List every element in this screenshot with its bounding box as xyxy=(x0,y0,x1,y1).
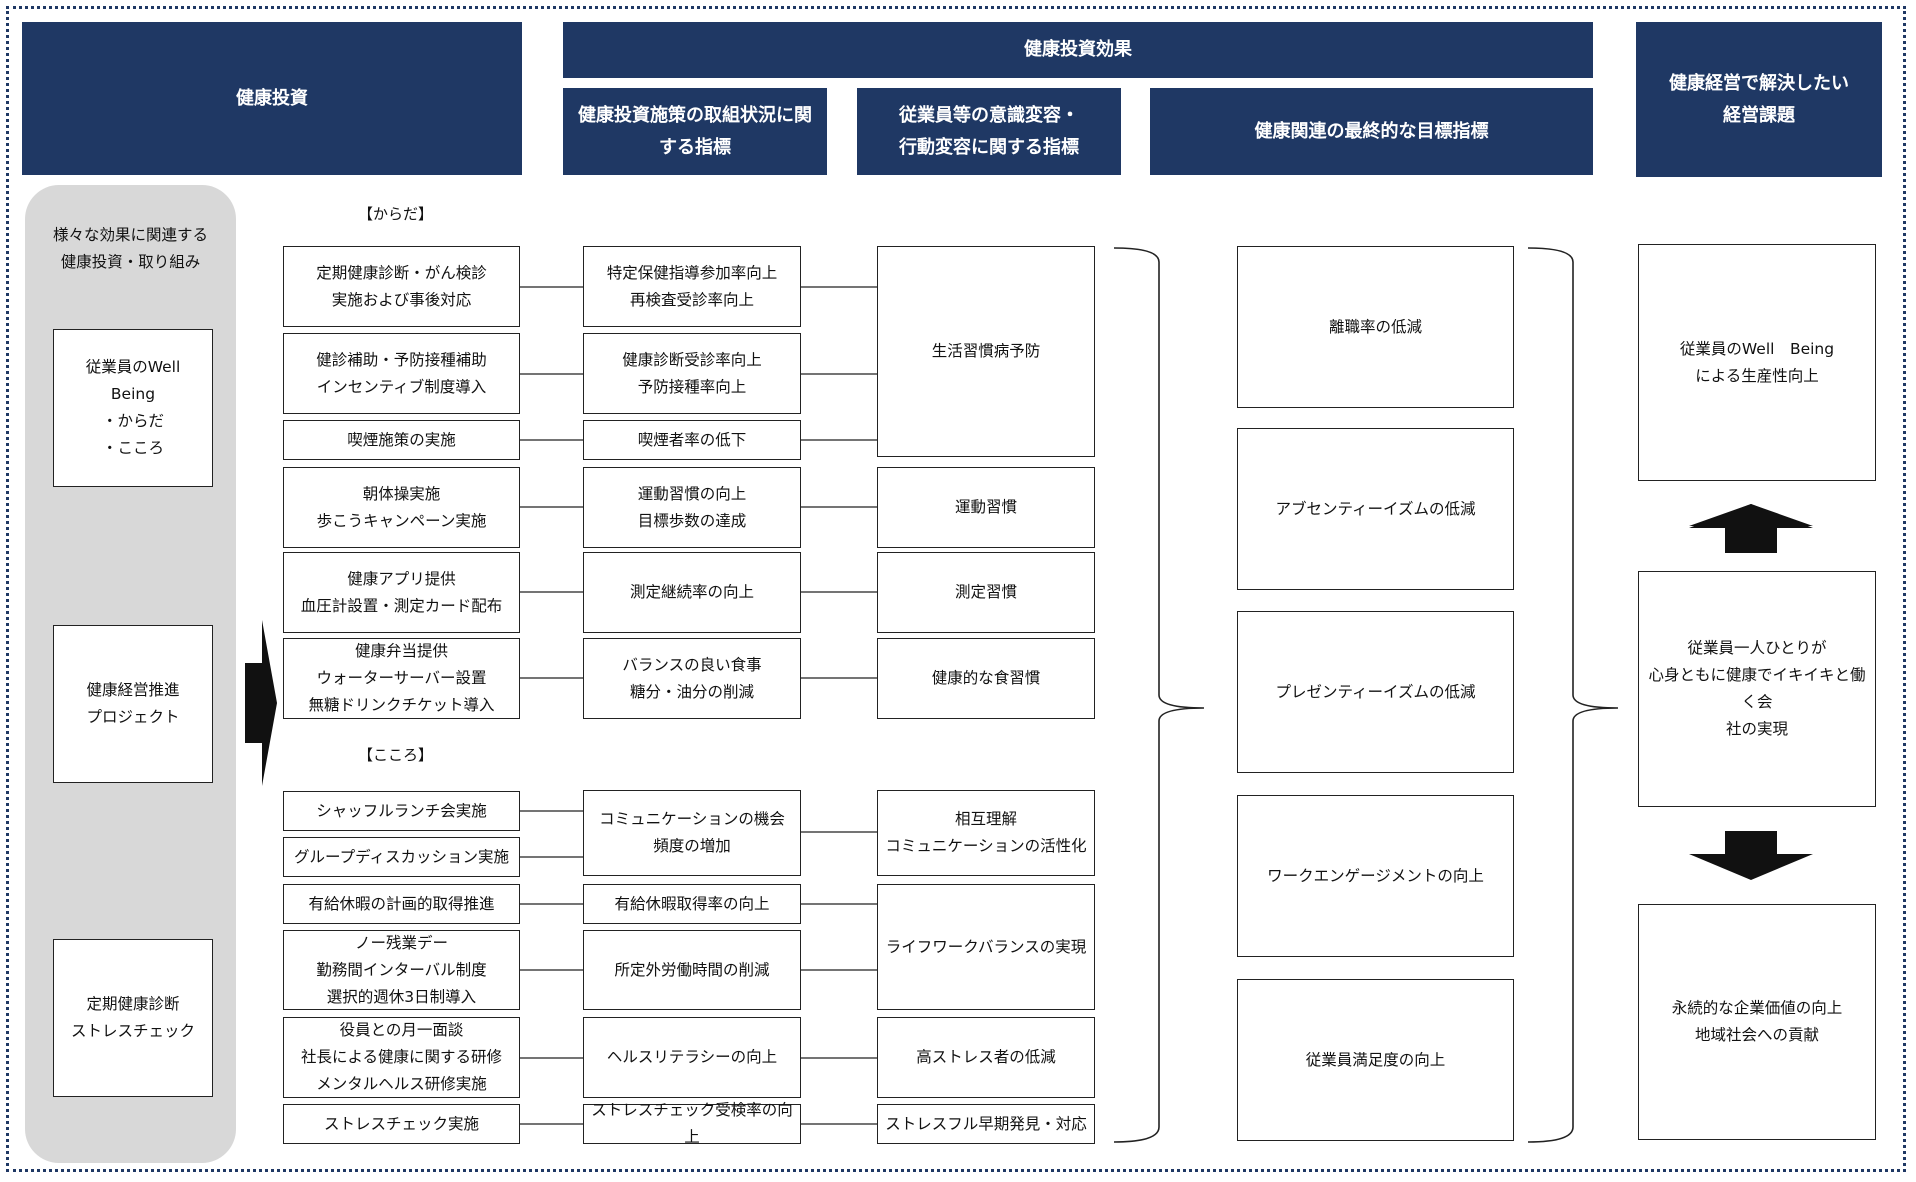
measure-indicator: ストレスチェック受検率の向上 xyxy=(583,1101,801,1146)
sidebar-title: 様々な効果に関連する 健康投資・取り組み xyxy=(52,226,208,271)
header-management-issues: 健康経営で解決したい 経営課題 xyxy=(1636,22,1882,177)
sidebar-box-checkup: 定期健康診断 ストレスチェック xyxy=(53,939,213,1097)
behavior-indicator: 相互理解 コミュニケーションの活性化 xyxy=(877,790,1095,876)
measure-indicator: 有給休暇取得率の向上 xyxy=(583,884,801,924)
measure-indicator: ヘルスリテラシーの向上 xyxy=(583,1017,801,1098)
down-arrow-icon xyxy=(1689,854,1813,880)
measure-indicator: 健康診断受診率向上 予防接種率向上 xyxy=(583,333,801,414)
header-behavior-indicator: 従業員等の意識変容・ 行動変容に関する指標 xyxy=(857,88,1121,175)
header-final-goal-indicator: 健康関連の最終的な目標指標 xyxy=(1150,88,1593,175)
goal-indicator: 従業員満足度の向上 xyxy=(1237,979,1514,1141)
issue-corporate-value: 永続的な企業価値の向上 地域社会への貢献 xyxy=(1638,904,1876,1140)
goal-indicator: ワークエンゲージメントの向上 xyxy=(1237,795,1514,957)
diagram-frame xyxy=(6,6,1906,1172)
measure-indicator: 運動習慣の向上 目標歩数の達成 xyxy=(583,467,801,548)
goal-indicator: 離職率の低減 xyxy=(1237,246,1514,408)
sidebar-box-wellbeing: 従業員のWell Being ・からだ ・こころ xyxy=(53,329,213,487)
investment-item: ノー残業デー 勤務間インターバル制度 選択的週休3日制導入 xyxy=(283,930,520,1010)
header-investment-effect: 健康投資効果 xyxy=(563,22,1593,78)
goal-indicator: アブセンティーイズムの低減 xyxy=(1237,428,1514,590)
investment-item: 健診補助・予防接種補助 インセンティブ制度導入 xyxy=(283,333,520,414)
header-measures-indicator: 健康投資施策の取組状況に関する指標 xyxy=(563,88,827,175)
investment-item: シャッフルランチ会実施 xyxy=(283,791,520,831)
investment-item: 健康弁当提供 ウォーターサーバー設置 無糖ドリンクチケット導入 xyxy=(283,638,520,719)
issue-healthy-company: 従業員一人ひとりが 心身ともに健康でイキイキと働く会 社の実現 xyxy=(1638,571,1876,807)
header-health-investment: 健康投資 xyxy=(22,22,522,175)
investment-item: 喫煙施策の実施 xyxy=(283,420,520,460)
investment-item: 定期健康診断・がん検診 実施および事後対応 xyxy=(283,246,520,327)
measure-indicator: 特定保健指導参加率向上 再検査受診率向上 xyxy=(583,246,801,327)
measure-indicator: コミュニケーションの機会 頻度の増加 xyxy=(583,790,801,876)
section-label-body: 【からだ】 xyxy=(358,205,434,223)
sidebar-box-project: 健康経営推進 プロジェクト xyxy=(53,625,213,783)
behavior-indicator: 測定習慣 xyxy=(877,552,1095,633)
goal-indicator: プレゼンティーイズムの低減 xyxy=(1237,611,1514,773)
behavior-indicator: 運動習慣 xyxy=(877,467,1095,548)
behavior-indicator: 高ストレス者の低減 xyxy=(877,1017,1095,1098)
behavior-indicator: 健康的な食習慣 xyxy=(877,638,1095,719)
investment-item: ストレスチェック実施 xyxy=(283,1104,520,1144)
investment-item: グループディスカッション実施 xyxy=(283,837,520,877)
right-arrow-icon xyxy=(245,620,277,786)
section-label-mind: 【こころ】 xyxy=(358,746,434,764)
investment-item: 健康アプリ提供 血圧計設置・測定カード配布 xyxy=(283,552,520,633)
measure-indicator: 喫煙者率の低下 xyxy=(583,420,801,460)
behavior-indicator: 生活習慣病予防 xyxy=(877,246,1095,457)
issue-productivity: 従業員のWell Being による生産性向上 xyxy=(1638,244,1876,481)
measure-indicator: 所定外労働時間の削減 xyxy=(583,930,801,1010)
measure-indicator: バランスの良い食事 糖分・油分の削減 xyxy=(583,638,801,719)
behavior-indicator: ストレスフル早期発見・対応 xyxy=(877,1104,1095,1144)
investment-item: 役員との月一面談 社長による健康に関する研修 メンタルヘルス研修実施 xyxy=(283,1017,520,1098)
behavior-indicator: ライフワークバランスの実現 xyxy=(877,884,1095,1010)
investment-item: 有給休暇の計画的取得推進 xyxy=(283,884,520,924)
measure-indicator: 測定継続率の向上 xyxy=(583,552,801,633)
investment-item: 朝体操実施 歩こうキャンペーン実施 xyxy=(283,467,520,548)
